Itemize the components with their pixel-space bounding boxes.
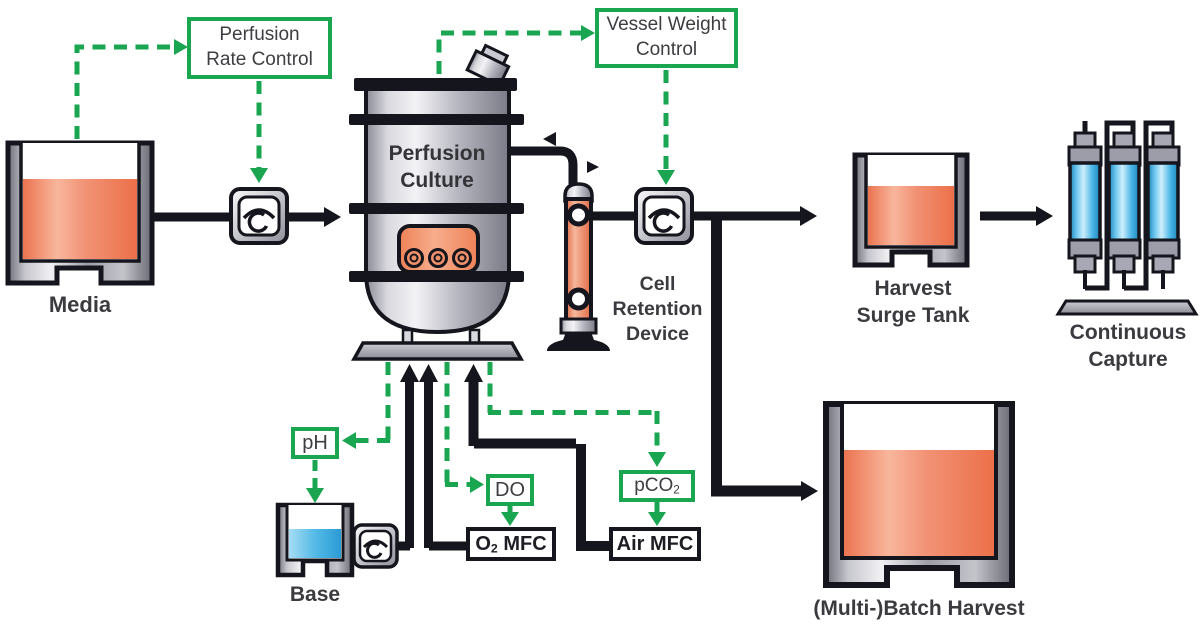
capture-base-platform <box>1055 299 1199 316</box>
arrow-into-reactor <box>324 207 341 227</box>
capture-serpentine-2 <box>1124 120 1175 291</box>
cell-retention-device-label: Cell Retention Device <box>612 273 703 345</box>
arrow-into-ph <box>342 432 356 449</box>
ctrl-reactor-to-vwc <box>436 30 581 74</box>
retention-port-bottom <box>567 287 590 311</box>
air-mfc-box: Air MFC <box>609 527 701 561</box>
retention-top-cap <box>563 182 594 203</box>
flow-airmfc-to-reactor <box>468 382 612 551</box>
cell-retention-device <box>547 182 610 351</box>
control-lines <box>74 30 669 514</box>
arrow-base-up <box>400 364 419 382</box>
media-tank <box>5 140 155 286</box>
arrow-into-capture <box>1036 206 1053 226</box>
surge-liquid <box>868 186 954 245</box>
reactor-viewport-ports <box>404 248 472 268</box>
capture-column-3 <box>1145 131 1181 289</box>
arrow-onto-pump1 <box>250 168 268 183</box>
ph-label: pH <box>302 432 328 454</box>
capture-column-1 <box>1067 131 1103 289</box>
arrow-into-o2mfc <box>501 512 519 526</box>
flow-direction-marker-2 <box>587 161 599 173</box>
ctrl-reactor-to-pco2 <box>487 362 660 452</box>
capture-columns <box>1067 131 1181 289</box>
o2-mfc-box: O2 MFC <box>466 527 556 561</box>
bioreactor <box>349 43 524 361</box>
continuous-capture-label: Continuous Capture <box>1069 321 1187 371</box>
pump-base-feed <box>352 523 399 569</box>
media-label: Media <box>48 292 112 317</box>
reactor-lid <box>354 78 517 91</box>
ctrl-reactor-to-ph <box>356 362 391 443</box>
base-tank <box>275 502 355 578</box>
pump-media-feed <box>229 187 289 245</box>
reactor-band-3 <box>349 271 524 282</box>
base-tank-label: Base <box>289 583 341 606</box>
capture-serpentine-1 <box>1085 120 1136 291</box>
reactor-band-1 <box>349 114 524 125</box>
ph-control-box: pH <box>291 427 339 459</box>
flow-reactor-to-retention-tube <box>509 146 578 186</box>
vessel-weight-control-box: Vessel Weight Control <box>595 8 738 68</box>
batch-harvest-label: (Multi-)Batch Harvest <box>813 597 1025 620</box>
base-liquid <box>289 529 341 558</box>
ctrl-reactor-to-do <box>444 362 470 487</box>
perfusion-rate-control-box: Perfusion Rate Control <box>187 17 332 79</box>
arrow-air-up <box>464 364 483 382</box>
arrow-o2-up <box>419 364 438 382</box>
arrow-into-surge <box>800 206 817 226</box>
o2-mfc-label: O2 MFC <box>475 532 547 556</box>
batch-harvest-tank <box>823 401 1015 588</box>
retention-port-top <box>567 203 590 227</box>
arrow-into-prc <box>174 39 188 55</box>
do-label: DO <box>495 479 525 501</box>
retention-lower-block <box>559 317 598 335</box>
continuous-capture <box>1055 120 1199 316</box>
arrow-onto-pump2 <box>657 170 675 185</box>
ctrl-media-to-prc <box>74 44 174 139</box>
perfusion-rate-control-label: Perfusion Rate Control <box>206 24 313 70</box>
arrow-into-base <box>306 488 324 503</box>
reactor-base-plate <box>351 341 524 361</box>
capture-column-2 <box>1106 131 1142 289</box>
reactor-band-2 <box>349 203 524 214</box>
arrow-into-airmfc <box>648 512 666 526</box>
flow-o2mfc-to-reactor <box>424 382 466 551</box>
bioreactor-label: Perfusion Culture <box>388 142 486 192</box>
pump-harvest <box>634 187 694 245</box>
flow-branch-to-batch <box>711 216 801 497</box>
harvest-surge-tank-label: Harvest Surge Tank <box>856 277 970 327</box>
arrow-into-do <box>470 476 484 493</box>
reactor-motor <box>465 43 511 88</box>
flow-direction-marker-1 <box>543 132 556 146</box>
harvest-surge-tank <box>852 152 970 268</box>
arrow-into-batch <box>801 481 818 501</box>
arrow-into-vwc <box>581 25 595 41</box>
batch-liquid <box>844 450 994 556</box>
air-mfc-label: Air MFC <box>616 532 694 555</box>
flow-arrowheads <box>324 132 1053 501</box>
retention-stand <box>547 332 610 351</box>
media-liquid <box>23 179 137 259</box>
pco2-label: pCO2 <box>634 474 680 497</box>
arrow-into-pco2 <box>648 452 666 467</box>
pco2-control-box: pCO2 <box>619 470 695 502</box>
do-control-box: DO <box>486 474 534 506</box>
vessel-weight-control-label: Vessel Weight Control <box>606 14 727 60</box>
control-arrowheads <box>174 25 675 526</box>
flow-base-to-reactor <box>345 382 414 551</box>
